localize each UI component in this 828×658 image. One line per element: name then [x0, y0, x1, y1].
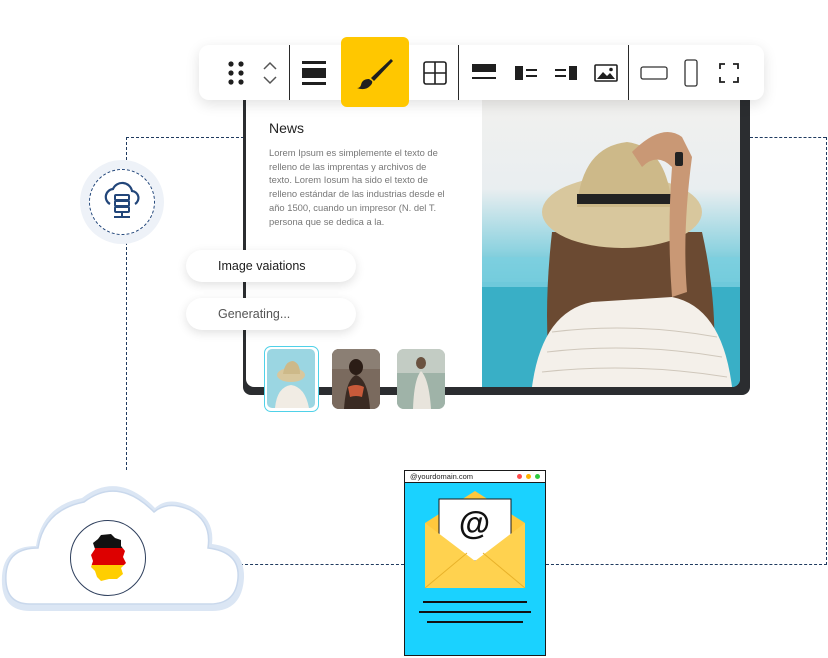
image-icon [594, 63, 618, 82]
drag-dots-icon [228, 60, 244, 85]
woman-hat-image [482, 132, 740, 387]
email-domain: @yourdomain.com [410, 472, 474, 481]
cloud-server-badge [80, 160, 164, 244]
news-title: News [269, 120, 305, 136]
germany-badge [70, 520, 146, 596]
variation-thumb-3[interactable] [397, 349, 445, 409]
image-only-button[interactable] [589, 45, 623, 100]
close-dot[interactable] [517, 474, 522, 479]
portrait-ratio-button[interactable] [677, 45, 705, 100]
grid-layout-button[interactable] [419, 45, 451, 100]
style-brush-button[interactable] [341, 45, 409, 100]
fullscreen-icon [719, 62, 739, 83]
news-card-frame: News Lorem Ipsum es simplemente el texto… [243, 82, 750, 395]
variation-thumb-2[interactable] [332, 349, 380, 409]
image-right-button[interactable] [549, 45, 583, 100]
toolbar-divider [628, 45, 629, 100]
portrait-rect-icon [684, 58, 698, 87]
envelope-icon [424, 491, 526, 589]
toolbar-divider [289, 45, 290, 100]
maximize-dot[interactable] [535, 474, 540, 479]
drag-handle-button[interactable] [221, 45, 251, 100]
minimize-dot[interactable] [526, 474, 531, 479]
toolbar-active-highlight [341, 37, 409, 107]
news-photo[interactable] [482, 82, 740, 387]
block-toolbar [199, 37, 764, 107]
grid-icon [423, 60, 447, 85]
text-line-1 [423, 601, 527, 603]
image-top-button[interactable] [467, 45, 501, 100]
generating-status: Generating... [186, 298, 356, 330]
variation-thumb-1[interactable] [264, 346, 319, 412]
thumb-image-3 [397, 349, 445, 409]
text-line-3 [427, 621, 523, 623]
landscape-rect-icon [640, 65, 668, 80]
chevron-up-down-icon [263, 61, 277, 84]
layout-image-top-icon [472, 63, 496, 79]
thumb-image-1 [267, 349, 315, 408]
image-variations-button[interactable]: Image vaiations [186, 250, 356, 282]
generating-label: Generating... [218, 307, 291, 321]
cloud-server-icon [104, 181, 140, 218]
align-center-block-icon [302, 60, 326, 85]
image-left-button[interactable] [509, 45, 543, 100]
connector-bottom-left [240, 564, 404, 565]
paint-brush-icon [357, 58, 393, 89]
email-window: @yourdomain.com @ [404, 470, 546, 656]
fullscreen-button[interactable] [713, 45, 745, 100]
germany-map-flag-icon [91, 534, 126, 581]
news-body: Lorem Ipsum es simplemente el texto de r… [269, 147, 445, 227]
landscape-ratio-button[interactable] [637, 45, 671, 100]
email-window-titlebar: @yourdomain.com [405, 471, 545, 483]
move-up-down-button[interactable] [257, 45, 283, 100]
connector-bottom-right [546, 564, 827, 565]
image-variations-label: Image vaiations [218, 259, 306, 273]
thumb-image-2 [332, 349, 380, 409]
at-symbol: @ [458, 505, 491, 541]
layout-image-right-icon [555, 65, 577, 80]
connector-top-right [750, 137, 826, 138]
layout-image-left-icon [515, 65, 537, 80]
connector-left [126, 137, 127, 470]
connector-top [126, 137, 244, 138]
toolbar-divider [458, 45, 459, 100]
connector-right [826, 137, 827, 565]
align-block-button[interactable] [297, 45, 331, 100]
text-line-2 [419, 611, 531, 613]
